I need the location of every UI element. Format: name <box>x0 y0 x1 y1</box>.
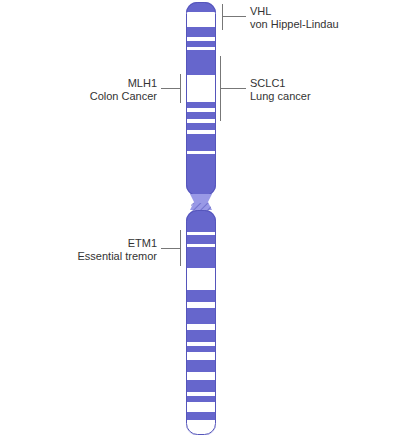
gene-symbol: MLH1 <box>128 77 157 89</box>
disease-name: Lung cancer <box>250 90 311 102</box>
leader-line <box>221 56 247 121</box>
gene-symbol: SCLC1 <box>250 77 285 89</box>
leader-line <box>161 74 181 103</box>
leader-line <box>161 230 181 266</box>
q-arm-outline <box>187 211 216 435</box>
disease-name: Colon Cancer <box>90 90 157 102</box>
p-arm <box>186 2 216 196</box>
disease-name: Essential tremor <box>78 250 157 262</box>
gene-symbol: ETM1 <box>128 237 157 249</box>
p-arm-outline <box>187 3 216 196</box>
q-arm <box>186 210 216 435</box>
leader-line <box>223 4 247 30</box>
gene-symbol: VHL <box>250 5 271 17</box>
disease-name: von Hippel-Lindau <box>250 18 339 30</box>
